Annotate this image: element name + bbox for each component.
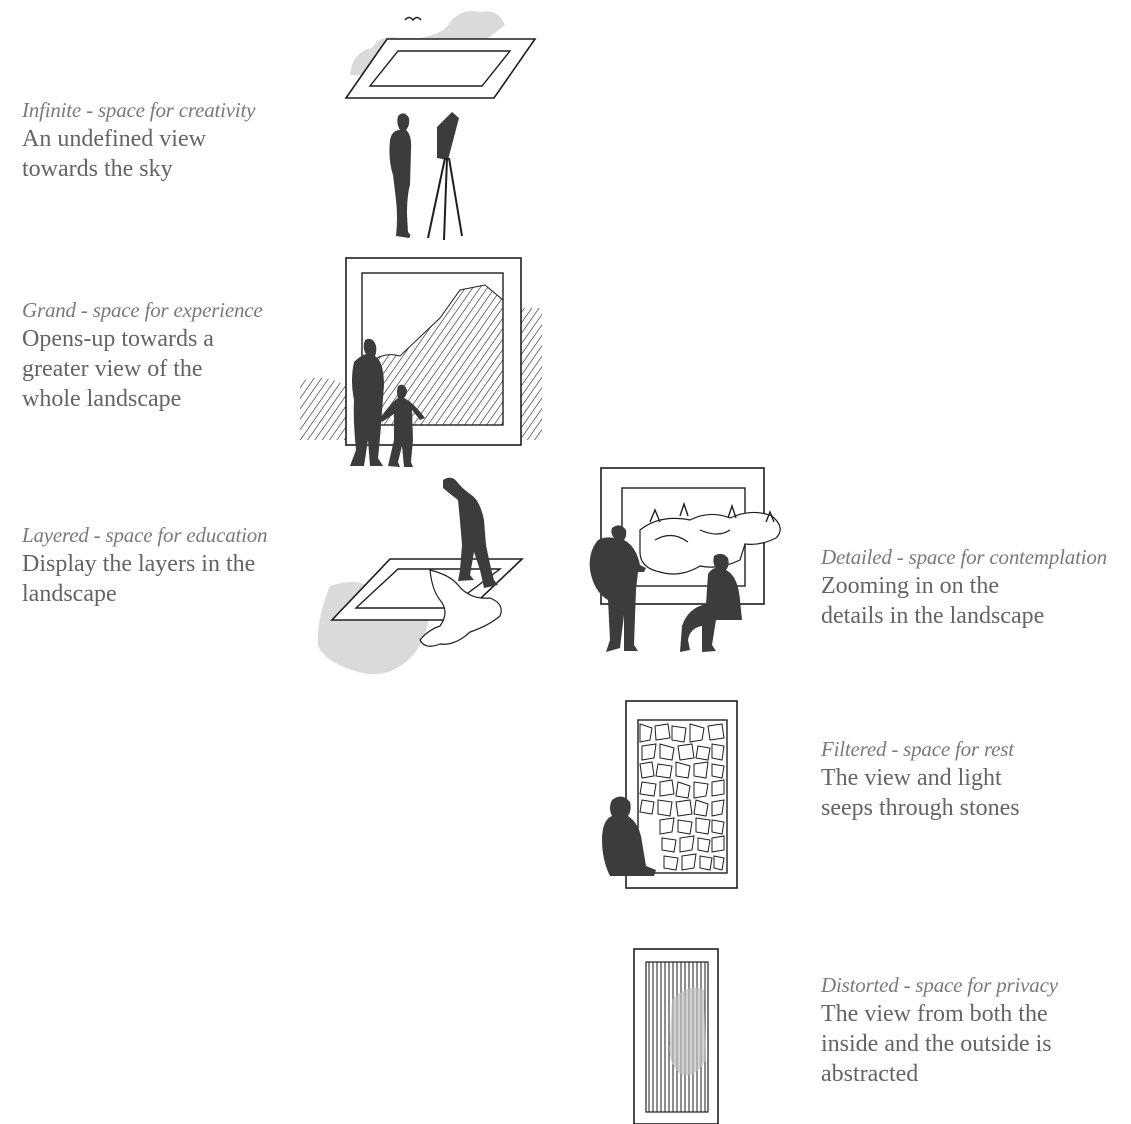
- grand-illustration: [300, 258, 542, 467]
- bird-icon: [405, 18, 421, 21]
- landscape-right-hatching: [521, 308, 542, 440]
- distorted-illustration: [634, 949, 718, 1124]
- person-looking-up-silhouette: [389, 113, 411, 238]
- blurred-figure-shade: [669, 988, 706, 1076]
- filtered-illustration: [602, 701, 737, 888]
- easel-board: [437, 112, 459, 160]
- detailed-illustration: [590, 468, 781, 652]
- easel-legs: [428, 158, 462, 240]
- filtered-frame-inner: [638, 720, 727, 873]
- landscape-left-hatching: [300, 378, 352, 440]
- infinite-illustration: [346, 11, 535, 240]
- layered-illustration: [318, 478, 522, 675]
